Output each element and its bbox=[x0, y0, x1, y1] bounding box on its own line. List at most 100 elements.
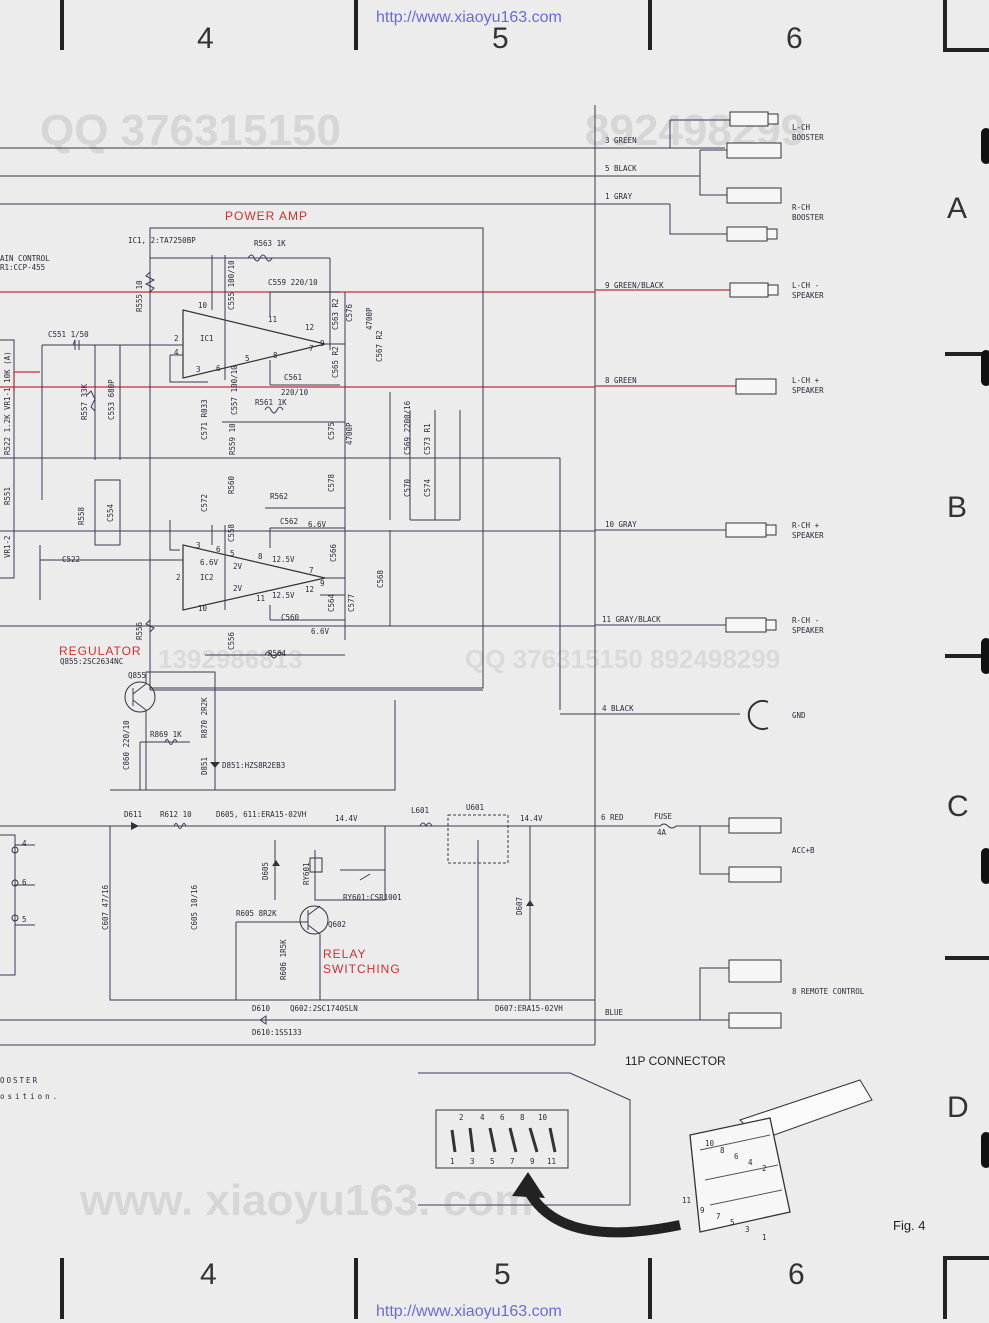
wire-pin-label: 10 GRAY bbox=[605, 520, 637, 529]
ic1-label: IC1 bbox=[200, 334, 214, 343]
part-label: Q855 bbox=[128, 671, 146, 680]
part-label: 4700P bbox=[365, 307, 374, 330]
part-label: C860 220/10 bbox=[122, 720, 131, 770]
voltage: 12.5V bbox=[272, 555, 295, 564]
part-label: C561 bbox=[284, 373, 302, 382]
wire bbox=[595, 967, 729, 1021]
part-label: C569 2200/16 bbox=[403, 400, 412, 455]
part-label: C553 680P bbox=[107, 379, 116, 420]
part-label: R560 bbox=[227, 475, 236, 494]
pin-number: 6 bbox=[216, 545, 221, 554]
wire bbox=[669, 119, 730, 235]
part-label: R555 10 bbox=[135, 280, 144, 312]
connector-pin: 11 bbox=[547, 1157, 556, 1166]
url-top[interactable]: http://www.xiaoyu163.com bbox=[376, 9, 562, 26]
part-label: C556 bbox=[227, 631, 236, 650]
wire-red bbox=[13, 371, 40, 392]
wire bbox=[0, 339, 15, 579]
wire-pin-label: 9 GREEN/BLACK bbox=[605, 281, 664, 290]
part-label: R551 bbox=[3, 487, 12, 505]
wire bbox=[94, 479, 121, 546]
connector-outline bbox=[418, 1072, 631, 1206]
part-label: R562 bbox=[270, 492, 288, 501]
wire-target: 8 REMOTE CONTROL bbox=[792, 987, 865, 996]
url-bottom[interactable]: http://www.xiaoyu163.com bbox=[376, 1303, 562, 1320]
wire-pin-label: 8 GREEN bbox=[605, 376, 637, 385]
ic2-label: IC2 bbox=[200, 573, 214, 582]
voltage: 2V bbox=[233, 584, 243, 593]
pin-number: 3 bbox=[196, 365, 201, 374]
part-label: C560 bbox=[281, 613, 300, 622]
part-label: C575 bbox=[327, 422, 336, 440]
corner-mark bbox=[943, 0, 989, 52]
relay-title-2: SWITCHING bbox=[323, 962, 401, 976]
plug-pin: 7 bbox=[716, 1212, 721, 1221]
part-label: R561 1K bbox=[255, 398, 287, 407]
voltage: 12.5V bbox=[272, 591, 295, 600]
part-label: R870 2R2K bbox=[200, 697, 209, 738]
col-label: 5 bbox=[494, 1258, 511, 1291]
pin-number: 12 bbox=[305, 323, 314, 332]
row-label: A bbox=[947, 192, 967, 225]
wire bbox=[595, 823, 729, 875]
wire bbox=[235, 905, 321, 1000]
wire-pin-label: BLUE bbox=[605, 1008, 624, 1017]
part-label: C577 bbox=[347, 594, 356, 612]
wire bbox=[39, 520, 183, 600]
part-label: VR1-1 10K (A) bbox=[3, 351, 12, 410]
binder-hole bbox=[981, 1132, 989, 1168]
voltage: 2V bbox=[233, 562, 243, 571]
voltage: 14.4V bbox=[335, 814, 358, 823]
plug-pin: 8 bbox=[720, 1146, 725, 1155]
part-label: RY601 bbox=[302, 862, 311, 885]
part-label: RY601:CSR1001 bbox=[343, 893, 402, 902]
wire bbox=[0, 1015, 595, 1025]
part-label: D851:HZS8R2EB3 bbox=[222, 761, 285, 770]
part-label: R559 10 bbox=[228, 423, 237, 455]
wire-pin-label: 4 BLACK bbox=[602, 704, 634, 713]
part-label: C566 bbox=[329, 543, 338, 562]
part-label: C554 bbox=[106, 503, 115, 522]
part-label: C568 bbox=[376, 569, 385, 588]
wire-target: R-CH bbox=[792, 203, 811, 212]
plug-pin: 11 bbox=[682, 1196, 691, 1205]
corner-mark bbox=[943, 1256, 989, 1319]
pin-number: 3 bbox=[196, 541, 201, 550]
wire bbox=[211, 507, 345, 610]
part-label: R522 1.2K bbox=[3, 414, 12, 455]
part-label: C574 bbox=[423, 478, 432, 497]
wire bbox=[144, 260, 156, 690]
figure-label: Fig. 4 bbox=[893, 1218, 926, 1233]
connector-pin: 4 bbox=[480, 1113, 485, 1122]
binder-hole bbox=[981, 638, 989, 674]
voltage: 6.6V bbox=[308, 520, 327, 529]
wire-target: R-CH - bbox=[792, 616, 819, 625]
row-label: B bbox=[947, 491, 967, 524]
plug-pin: 4 bbox=[748, 1158, 753, 1167]
wire bbox=[211, 255, 346, 640]
wire-target: L-CH + bbox=[792, 376, 820, 385]
fuse-value: 4A bbox=[657, 828, 667, 837]
part-label: C576 bbox=[345, 303, 354, 322]
part-label: C570 bbox=[403, 478, 412, 497]
wire-target: R-CH + bbox=[792, 521, 820, 530]
binder-hole bbox=[981, 350, 989, 386]
pin-number: 11 bbox=[256, 594, 265, 603]
part-label: C558 bbox=[227, 523, 236, 542]
part-label: C555 100/10 bbox=[227, 260, 236, 310]
part-label: C607 47/16 bbox=[101, 884, 110, 930]
pin-number: 11 bbox=[268, 315, 277, 324]
wire bbox=[269, 530, 391, 626]
connector-title: 11P CONNECTOR bbox=[625, 1054, 726, 1068]
part-label: R869 1K bbox=[150, 730, 182, 739]
part-label: Q602:2SC1740SLN bbox=[290, 1004, 358, 1013]
wire-target: BOOSTER bbox=[792, 133, 824, 142]
part-label: C571 R033 bbox=[200, 399, 209, 440]
wire-target: L-CH - bbox=[792, 281, 819, 290]
transistor-q855 bbox=[124, 681, 156, 713]
pin-number: 9 bbox=[320, 579, 325, 588]
part-label: D605 bbox=[261, 862, 270, 880]
diode-symbol bbox=[210, 762, 220, 768]
col-label: 5 bbox=[492, 22, 509, 55]
